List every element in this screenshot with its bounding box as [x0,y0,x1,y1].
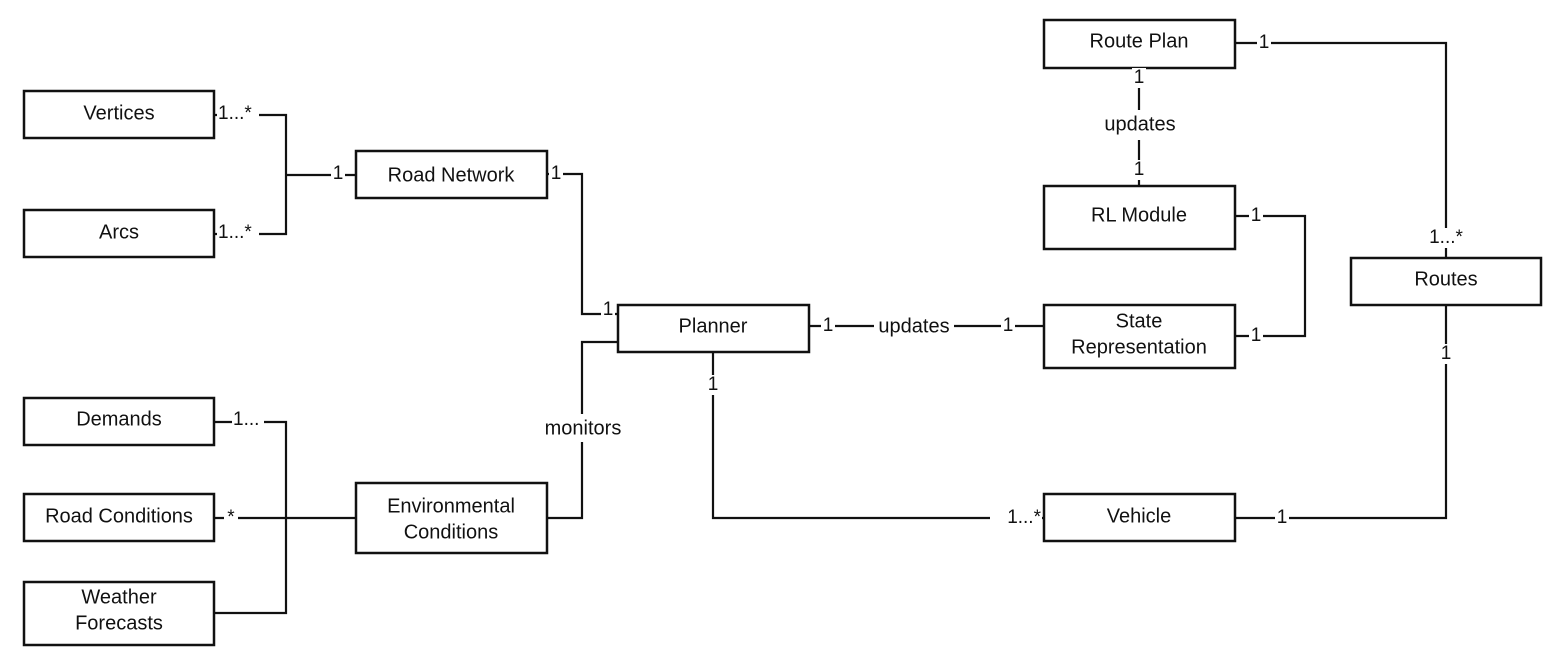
routeplan-routes-connector [1235,41,1448,258]
node-road-conditions[interactable]: Road Conditions [22,492,216,543]
rl-state-connector [1235,214,1307,338]
node-label-environmental-conditions: Environmental [387,495,515,517]
node-vehicle[interactable]: Vehicle [1042,492,1237,543]
multiplicity-routeplan-to-routes: 1 [1259,32,1270,53]
node-planner[interactable]: Planner [616,303,811,354]
node-label-weather-forecasts-line2: Forecasts [75,612,163,634]
node-rl-module[interactable]: RL Module [1042,184,1237,251]
node-label-road-network: Road Network [388,164,516,186]
multiplicity-routeplan-to-rl: 1 [1134,67,1145,88]
multiplicity-vertices-to-roadnet: 1...* [218,103,252,124]
multiplicity-arcs-to-roadnet: 1...* [218,222,252,243]
node-label-road-conditions: Road Conditions [45,505,193,527]
node-label-rl-module: RL Module [1091,204,1187,226]
node-label-environmental-conditions-line2: Conditions [404,521,499,543]
relationship-label-routeplan-rl-updates: updates [1104,113,1175,135]
multiplicity-vehicle-from-planner: 1...* [1007,507,1041,528]
multiplicity-rl-to-state: 1 [1251,205,1262,226]
multiplicity-roadnet-from-components: 1 [333,163,344,184]
multiplicity-routes-from-routeplan: 1...* [1429,227,1463,248]
multiplicity-rl-from-routeplan: 1 [1134,159,1145,180]
multiplicity-vehicle-to-routes: 1 [1277,507,1288,528]
node-label-arcs: Arcs [99,221,139,243]
node-label-planner: Planner [679,315,748,337]
node-label-demands: Demands [76,408,162,430]
node-label-vertices: Vertices [83,102,154,124]
multiplicity-state-to-rl: 1 [1251,325,1262,346]
multiplicity-labels: 1...* 1...* 1 1 1 1... * 1 1 1 1...* 1 1… [217,32,1467,528]
relationship-labels: monitors updates updates [540,110,1179,442]
node-routes[interactable]: Routes [1349,256,1543,307]
node-label-route-plan: Route Plan [1090,30,1189,52]
node-label-weather-forecasts: Weather [81,586,157,608]
node-arcs[interactable]: Arcs [22,208,216,259]
roadnet-planner-connector [547,172,618,316]
node-label-routes: Routes [1414,268,1477,290]
relationship-label-planner-state-updates: updates [878,315,949,337]
node-environmental-conditions[interactable]: Environmental Conditions [354,481,549,555]
node-label-vehicle: Vehicle [1107,505,1172,527]
multiplicity-planner-to-state: 1 [823,315,834,336]
planner-vehicle-connector [711,353,1044,520]
multiplicity-state-from-planner: 1 [1003,315,1014,336]
relationship-label-monitors: monitors [545,417,622,439]
multiplicity-planner-to-vehicle: 1 [708,374,719,395]
node-weather-forecasts[interactable]: Weather Forecasts [22,580,216,647]
node-state-representation[interactable]: State Representation [1042,303,1237,370]
node-demands[interactable]: Demands [22,396,216,447]
routes-vehicle-connector [1235,305,1448,520]
node-label-state-representation-line2: Representation [1071,336,1207,358]
node-vertices[interactable]: Vertices [22,89,216,140]
node-label-state-representation: State [1116,310,1163,332]
multiplicity-routes-to-vehicle: 1 [1441,343,1452,364]
node-road-network[interactable]: Road Network [354,149,549,200]
multiplicity-demands: 1... [233,409,259,430]
multiplicity-planner-from-roadnet: 1 [603,299,614,320]
multiplicity-roadnet-to-planner: 1 [551,163,562,184]
multiplicity-road-conditions: * [227,507,235,528]
node-route-plan[interactable]: Route Plan [1042,18,1237,70]
